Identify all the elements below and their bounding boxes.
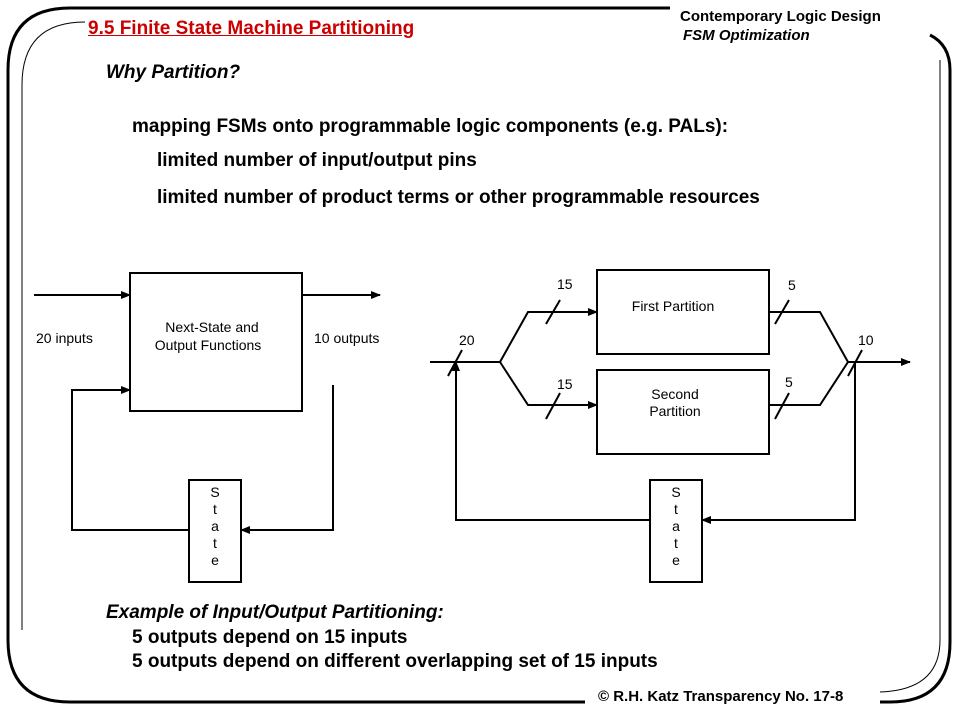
box-label-1: Next-State and [165, 319, 258, 335]
outputs-label: 10 outputs [314, 330, 379, 346]
output-bottom-label: 5 [785, 374, 793, 390]
state-letter: e [672, 552, 680, 568]
state-register [649, 479, 703, 583]
why-heading: Why Partition? [106, 62, 241, 83]
output-count-label: 10 [858, 332, 874, 348]
example-heading: Example of Input/Output Partitioning: [106, 602, 444, 623]
box-label-2: Output Functions [155, 337, 262, 353]
right-fsm-diagram: First Partition Second Partition 20 15 1… [430, 269, 911, 583]
first-partition-box [596, 269, 770, 355]
state-letter: S [671, 484, 680, 500]
state-letter: S [210, 484, 219, 500]
branch-bottom-label: 15 [557, 376, 573, 392]
inputs-label: 20 inputs [36, 330, 93, 346]
footer-credit: © R.H. Katz Transparency No. 17-8 [598, 688, 844, 705]
chapter-subtitle: FSM Optimization [683, 27, 810, 44]
second-partition-label-2: Partition [649, 403, 700, 419]
state-register [188, 479, 242, 583]
state-letter: a [672, 518, 680, 534]
left-fsm-diagram: 20 inputs 10 outputs Next-State and Outp… [34, 272, 381, 583]
state-letter: t [213, 535, 217, 551]
input-count-label: 20 [459, 332, 475, 348]
example-line-1: 5 outputs depend on 15 inputs [132, 627, 408, 648]
course-title: Contemporary Logic Design [680, 8, 881, 25]
next-state-box [129, 272, 303, 412]
state-letter: a [211, 518, 219, 534]
state-letter: t [674, 535, 678, 551]
slide-title: 9.5 Finite State Machine Partitioning [88, 18, 415, 39]
output-top-label: 5 [788, 277, 796, 293]
example-line-2: 5 outputs depend on different overlappin… [132, 651, 658, 672]
state-letter: e [211, 552, 219, 568]
first-partition-label: First Partition [632, 298, 714, 314]
state-letter: t [213, 501, 217, 517]
bullet-main: mapping FSMs onto programmable logic com… [132, 116, 729, 137]
state-letter: t [674, 501, 678, 517]
bullet-sub-1: limited number of input/output pins [157, 150, 477, 171]
bullet-sub-2: limited number of product terms or other… [157, 187, 760, 208]
second-partition-label-1: Second [651, 386, 698, 402]
second-partition-box [596, 369, 770, 455]
branch-top-label: 15 [557, 276, 573, 292]
